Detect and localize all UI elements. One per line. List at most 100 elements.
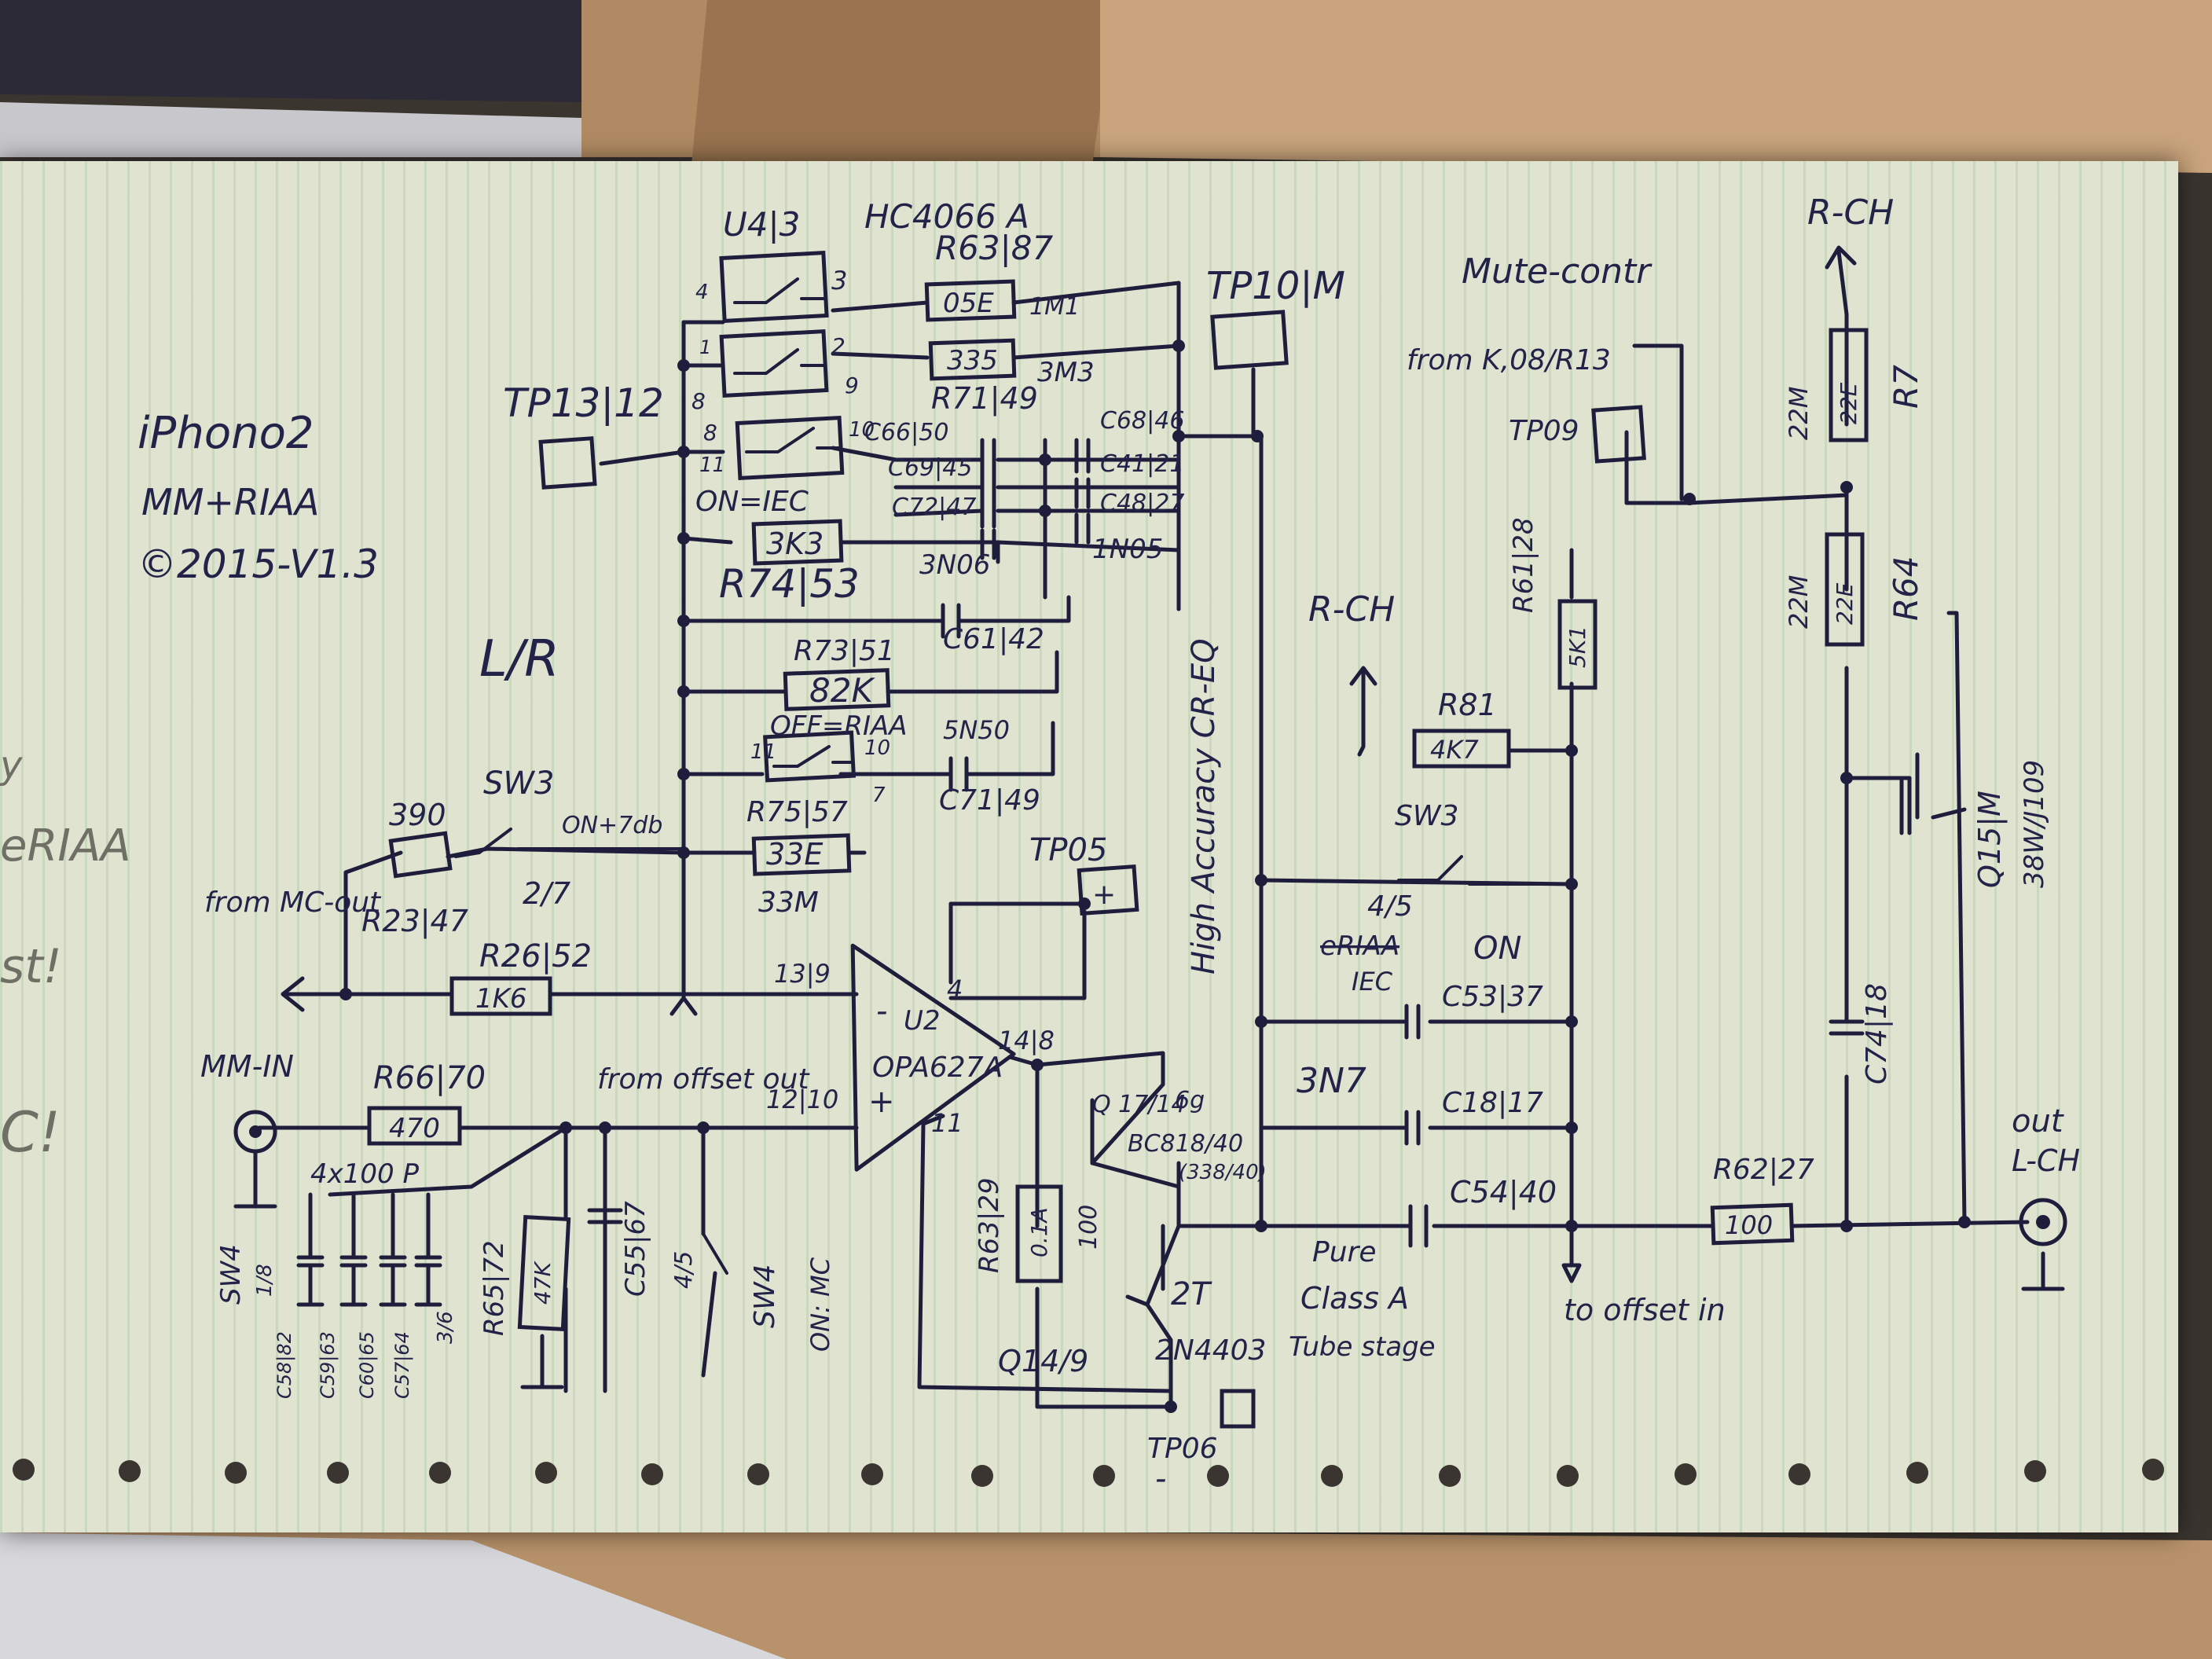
pencil-note-1: y [0,743,23,787]
iec-note: ON=IEC [695,486,809,518]
opamp-minus: - [876,993,887,1030]
sw3-pins: 2/7 [523,876,570,911]
tp13-label: TP13|12 [503,380,664,426]
pin-10b: 10 [864,736,890,760]
opamp-u2 [850,943,1016,1172]
tp10-label: TP10|M [1206,264,1345,308]
r64-val: 22E [1832,582,1858,625]
c57-label: C57|64 [391,1331,413,1399]
c41-label: C41|21 [1100,450,1184,478]
class-a-label: Class A [1300,1281,1409,1316]
mute-from-label: from K,08/R13 [1407,344,1611,376]
pin-11a: 11 [699,453,725,477]
pencil-note-4: C! [0,1100,61,1165]
r81-ref: R81 [1438,688,1497,722]
capacitors [296,438,1865,1307]
pin-11b: 11 [750,740,776,764]
r63b-ref: R63|29 [974,1177,1005,1273]
pencil-notes: y eRIAA st! C! [0,743,131,1165]
q14-ref: Q14/9 [998,1344,1088,1378]
pin-3: 3 [831,266,847,295]
r65-ref: R65|72 [479,1240,510,1336]
switch-ic-ref: U4|3 [723,205,800,244]
rch-mid: R-CH [1308,589,1395,629]
pin-4-supply: 4 [947,974,963,1004]
r65-val: 47K [530,1260,556,1305]
q17-note: 6g [1175,1087,1205,1114]
c53-label: C53|37 [1442,981,1543,1013]
r64-ref: R64 [1887,556,1925,621]
pin-12-10: 12|10 [766,1085,838,1114]
mm-in-label: MM-IN [200,1049,294,1084]
pin-11-supply: 11 [931,1108,963,1138]
q17-part: BC818/40 [1128,1130,1243,1158]
pin-8b: 8 [703,420,717,446]
q15-ref: Q15|M [1972,791,2008,888]
opamp-ref: U2 [904,1005,941,1037]
pin-8a: 8 [691,388,706,414]
r75-ref: R75|57 [747,796,848,828]
title-block: iPhono2 MM+RIAA ©2015-V1.3 L/R [138,408,559,688]
r7-note: 22M [1784,387,1814,440]
c54-label: C54|40 [1450,1175,1557,1210]
r23-val: 390 [389,798,446,832]
pin-10a: 10 [849,418,875,442]
sw4-left-pins: 1/8 [253,1264,277,1297]
c55-label: C55|67 [620,1201,651,1297]
pin-1: 1 [699,336,711,358]
c5n50-label: 5N50 [943,715,1010,745]
sw4-right: SW4 [749,1264,781,1328]
opamp-part: OPA627A [872,1052,1003,1084]
r66-val: 470 [389,1113,440,1144]
tp06-sign: - [1155,1461,1166,1497]
c4x100p-label: 4x100 P [310,1158,419,1190]
pin-4: 4 [695,281,709,304]
component-labels: U4|3 HC4066 A R63|87 05E 1M1 335 3M3 R71… [200,193,2080,1497]
r62-ref: R62|27 [1713,1154,1814,1186]
riaa-note: OFF=RIAA [770,710,908,742]
r62-val: 100 [1725,1210,1773,1240]
q17-ref: Q 17/14 [1092,1091,1187,1118]
r3k3-val: 3K3 [766,527,824,561]
c1n05-label: 1N05 [1092,534,1163,565]
sw3-on: ON [1473,930,1521,967]
tp05-sign: + [1092,879,1116,911]
r64-note: 22M [1784,575,1814,629]
tp05-label: TP05 [1029,832,1107,868]
c66-label: C66|50 [864,419,948,446]
r63-note: 1M1 [1029,293,1080,321]
r26-val: 1K6 [475,983,527,1015]
high-accuracy-label: High Accuracy CR-EQ [1186,638,1222,974]
channel-label: L/R [479,630,559,688]
r73-ref: R73|51 [794,635,895,667]
to-offset-label: to offset in [1564,1293,1726,1327]
pin-9: 9 [845,373,859,398]
c71-label: C71|49 [939,784,1040,817]
test-points [233,310,2067,1429]
transistors [1161,752,1920,1291]
title-line3: ©2015-V1.3 [138,541,379,587]
r63b-val: 0.1A [1026,1207,1052,1257]
tp06-label: TP06 [1147,1433,1218,1465]
c69-label: C69|45 [888,454,972,482]
punch-holes [13,1459,2164,1487]
c-small-note: 3/6 [434,1311,457,1344]
r63-ref: R63|87 [935,229,1053,267]
c74-label: C74|18 [1861,983,1893,1085]
c68-label: C68|46 [1100,407,1184,435]
sw3-right-label: SW3 [1395,800,1458,832]
r7-val: 22E [1836,382,1862,424]
mute-label: Mute-contr [1462,251,1653,292]
pin-2: 2 [831,333,846,359]
sw3-label: SW3 [483,765,554,802]
rch-top: R-CH [1807,193,1894,233]
sw3-strike: eRIAA [1320,930,1399,962]
pin-14-8: 14|8 [998,1026,1055,1055]
pure-label: Pure [1312,1236,1376,1268]
r335-note: 3M3 [1037,357,1095,388]
c3n7-label: 3N7 [1297,1061,1366,1101]
sw4-left: SW4 [215,1244,247,1305]
r7-ref: R7 [1887,365,1925,409]
pencil-note-3: st! [0,939,62,994]
r23-ref: R23|47 [361,904,468,939]
